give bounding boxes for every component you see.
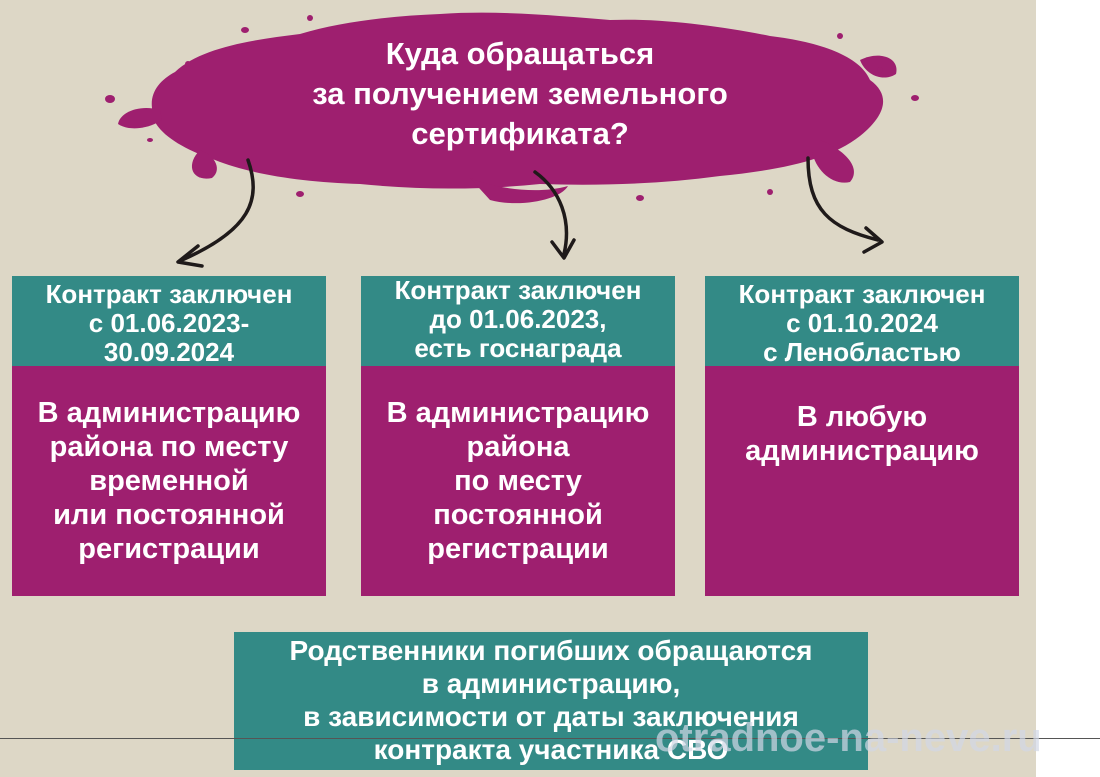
card-2-body-line: постоянной bbox=[433, 499, 603, 531]
card-2-header-line: до 01.06.2023, bbox=[429, 304, 607, 334]
card-1-body-line: или постоянной bbox=[53, 499, 285, 531]
note-line: Родственники погибших обращаются bbox=[289, 635, 813, 666]
arrow-right bbox=[806, 156, 884, 254]
card-2-body-line: района bbox=[466, 431, 570, 463]
card-3-body: В любую администрацию bbox=[705, 366, 1019, 596]
card-1-header-line: 30.09.2024 bbox=[103, 337, 235, 367]
relatives-note: Родственники погибших обращаются в админ… bbox=[234, 632, 868, 770]
card-2-header: Контракт заключен до 01.06.2023, есть го… bbox=[361, 276, 675, 366]
ink-blot-backdrop bbox=[105, 12, 919, 268]
arrow-left bbox=[176, 158, 255, 268]
card-1-body-line: регистрации bbox=[78, 533, 260, 565]
card-3-header-line: с 01.10.2024 bbox=[786, 308, 938, 338]
card-1-body-line: временной bbox=[89, 465, 249, 497]
right-margin-strip bbox=[1036, 0, 1100, 777]
card-2-body-line: регистрации bbox=[427, 533, 609, 565]
card-2-header-line: Контракт заключен bbox=[394, 275, 642, 305]
card-3-body-line: В любую bbox=[796, 401, 928, 433]
card-2-body: В администрацию района по месту постоянн… bbox=[361, 366, 675, 596]
card-3-header: Контракт заключен с 01.10.2024 с Ленобла… bbox=[705, 276, 1019, 367]
card-1-body: В администрацию района по месту временно… bbox=[12, 366, 326, 596]
card-1-body-line: В администрацию bbox=[37, 397, 301, 429]
note-line: в администрацию, bbox=[421, 668, 681, 699]
title-line: Куда обращаться bbox=[385, 36, 655, 71]
card-2-body-line: по месту bbox=[454, 465, 582, 497]
page-title: Куда обращаться за получением земельного… bbox=[230, 34, 810, 154]
card-1-body-line: района по месту bbox=[49, 431, 289, 463]
note-line: контракта участника СВО bbox=[373, 734, 729, 765]
arrow-center bbox=[533, 170, 576, 260]
card-2-body-line: В администрацию bbox=[386, 397, 650, 429]
ink-blot-shape bbox=[105, 12, 919, 204]
note-line: в зависимости от даты заключения bbox=[303, 701, 799, 732]
site-watermark: otradnoe-na-neve.ru bbox=[655, 716, 1042, 760]
card-1-header-line: Контракт заключен bbox=[45, 279, 293, 309]
card-1-header: Контракт заключен с 01.06.2023- 30.09.20… bbox=[12, 276, 326, 367]
card-3-header-line: Контракт заключен bbox=[738, 279, 986, 309]
title-line: за получением земельного bbox=[312, 76, 728, 111]
card-3-header-line: с Ленобластью bbox=[763, 337, 961, 367]
title-line: сертификата? bbox=[411, 116, 629, 151]
card-1-header-line: с 01.06.2023- bbox=[88, 308, 250, 338]
card-3-body-line: администрацию bbox=[745, 435, 979, 467]
divider-line bbox=[0, 738, 1100, 739]
card-2-header-line: есть госнаграда bbox=[414, 333, 622, 363]
